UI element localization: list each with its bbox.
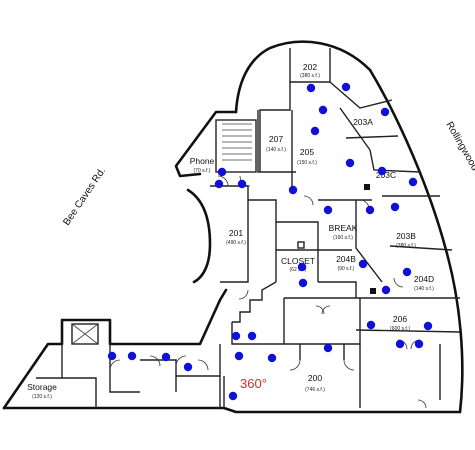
pano-pin-break[interactable]	[298, 278, 308, 288]
room-207-name: 207	[269, 134, 283, 144]
room-phone-name: Phone	[190, 156, 215, 166]
room-200-area: (746 s.f.)	[305, 387, 325, 393]
pano-pin-204d[interactable]	[402, 267, 412, 277]
room-202-area: (380 s.f.)	[300, 73, 320, 79]
room-break-name: BREAK	[329, 223, 358, 233]
pano-pin-lobby-2[interactable]	[107, 351, 117, 361]
room-204d-area: (140 s.f.)	[414, 286, 434, 292]
room-storage-name: Storage	[27, 382, 57, 392]
room-203b-area: (380 s.f.)	[396, 243, 416, 249]
room-203a-name: 203A	[353, 117, 373, 127]
exterior-walls	[2, 40, 464, 414]
pano-pin-lobby-4[interactable]	[161, 352, 171, 362]
pano-pin-200-1[interactable]	[247, 331, 257, 341]
room-phone-area: (70 s.f.)	[194, 168, 211, 174]
room-201-name: 201	[229, 228, 243, 238]
pano-pin-204b[interactable]	[358, 259, 368, 269]
pano-pin-202[interactable]	[306, 83, 316, 93]
room-202-name: 202	[303, 62, 317, 72]
room-204b-area: (90 s.f.)	[338, 266, 355, 272]
room-closet-area: (62 s.f.)	[290, 267, 307, 273]
door-swings	[109, 175, 427, 409]
pano-pin-203c-1[interactable]	[377, 166, 387, 176]
pano-pin-200-2[interactable]	[323, 343, 333, 353]
pano-pin-hall-5[interactable]	[365, 205, 375, 215]
room-204b-name: 204B	[336, 254, 356, 264]
pano-pin-hall-4[interactable]	[323, 205, 333, 215]
pano-pin-206-4[interactable]	[395, 339, 405, 349]
pano-pin-lobby-1[interactable]	[234, 351, 244, 361]
room-203c-name: 203C	[376, 170, 396, 180]
pano-pin-206-5[interactable]	[414, 339, 424, 349]
room-200-name: 200	[308, 373, 322, 383]
room-203b-name: 203B	[396, 231, 416, 241]
street-label-rollingwood: Rollingwood Dr.	[443, 120, 475, 186]
utility-marker	[364, 184, 370, 190]
pano-pin-203a-2[interactable]	[380, 107, 390, 117]
room-204d-name: 204D	[414, 274, 434, 284]
pano-pin-hall-6[interactable]	[297, 262, 307, 272]
pano-pin-206-1[interactable]	[381, 285, 391, 295]
room-break-area: (160 s.f.)	[333, 235, 353, 241]
pano-pin-hall-1[interactable]	[214, 179, 224, 189]
room-labels: 202 (380 s.f.) 203A 207 (140 s.f.) 205 (…	[27, 62, 434, 400]
pano-pin-lobby-6[interactable]	[231, 331, 241, 341]
pano-pin-203b[interactable]	[390, 202, 400, 212]
room-205-area: (150 s.f.)	[297, 160, 317, 166]
pano-pin-phone[interactable]	[217, 167, 227, 177]
room-206-area: (600 s.f.)	[390, 326, 410, 332]
room-storage-area: (120 s.f.)	[32, 394, 52, 400]
pano-pin-202-hall[interactable]	[341, 82, 351, 92]
pano-pin-203c-2[interactable]	[408, 177, 418, 187]
room-207-area: (140 s.f.)	[266, 147, 286, 153]
street-label-bee-caves: Bee Caves Rd.	[61, 166, 108, 228]
pano-pin-206-2[interactable]	[366, 320, 376, 330]
pano-pin-hall-3[interactable]	[288, 185, 298, 195]
pano-pin-206-3[interactable]	[423, 321, 433, 331]
pano-pin-lobby-5[interactable]	[183, 362, 193, 372]
pano-360-label: 360°	[240, 376, 267, 391]
pano-pin-lobby-3[interactable]	[127, 351, 137, 361]
pano-pin-207[interactable]	[310, 126, 320, 136]
interior-walls	[36, 48, 461, 408]
utility-marker	[370, 288, 376, 294]
room-201-area: (490 s.f.)	[226, 240, 246, 246]
pano-pins[interactable]	[107, 82, 433, 401]
closet-fixture	[297, 241, 305, 249]
room-closet-name: CLOSET	[281, 256, 315, 266]
room-205-name: 205	[300, 147, 314, 157]
room-206-name: 206	[393, 314, 407, 324]
pano-pin-hall-2[interactable]	[237, 179, 247, 189]
pano-pin-203a-1[interactable]	[318, 105, 328, 115]
pano-pin-200-3[interactable]	[267, 353, 277, 363]
pano-pin-entry[interactable]	[228, 391, 238, 401]
pano-pin-205[interactable]	[345, 158, 355, 168]
